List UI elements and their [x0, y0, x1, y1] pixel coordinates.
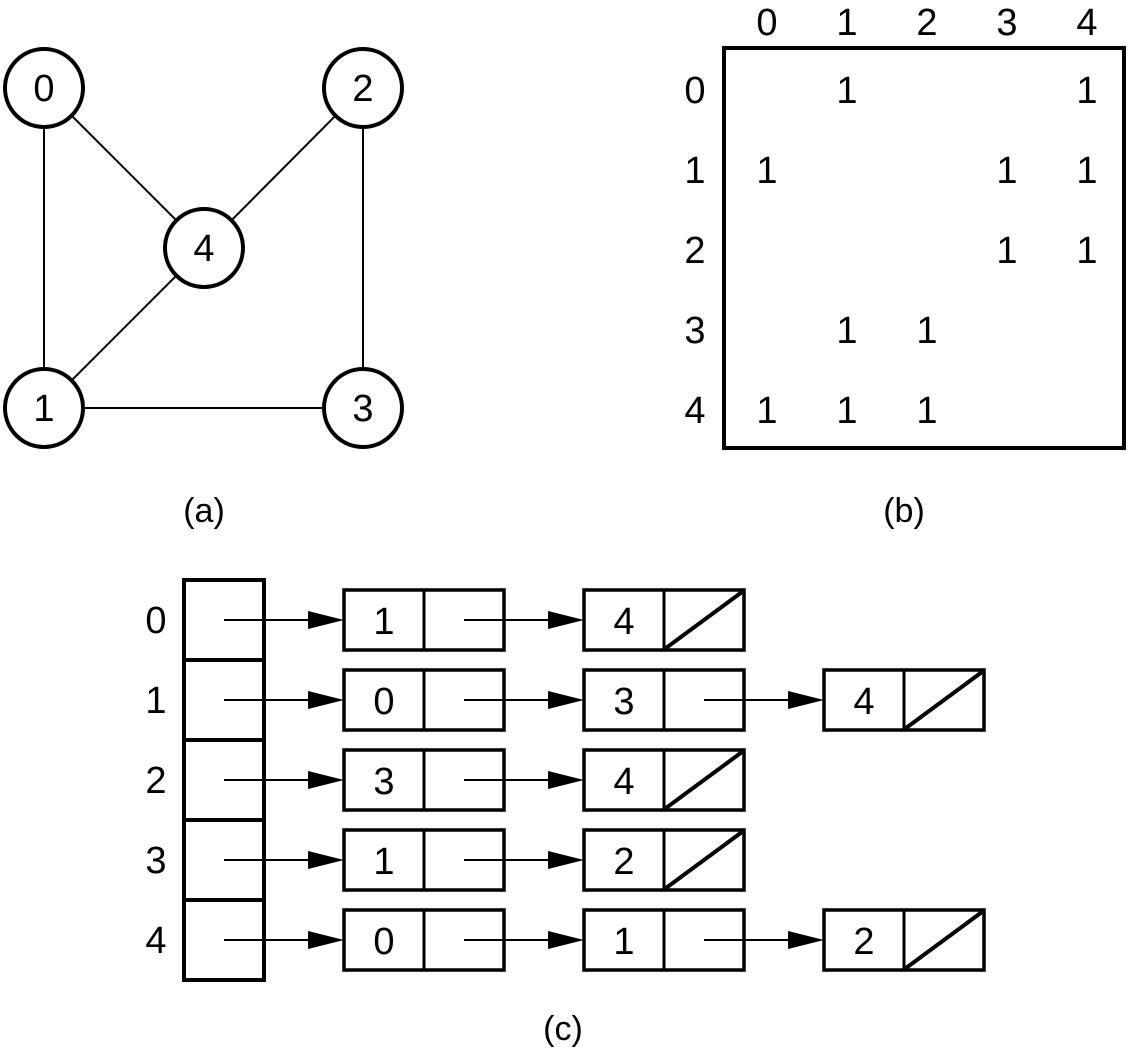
list-node-value: 4	[613, 761, 634, 803]
matrix-row-header: 1	[684, 150, 705, 192]
matrix-cell: 1	[996, 150, 1017, 192]
head-array-index: 4	[145, 920, 166, 962]
head-array-index: 2	[145, 760, 166, 802]
graph-edge-1-4	[70, 274, 178, 382]
matrix-row-header: 2	[684, 230, 705, 272]
list-node-value: 1	[373, 601, 394, 643]
graph-drawing: 0 1 2 3 4	[3, 47, 404, 449]
matrix-row-header: 3	[684, 310, 705, 352]
caption-c: (c)	[543, 1010, 583, 1048]
head-array-index: 1	[145, 680, 166, 722]
pointer-arrow-head	[308, 851, 344, 869]
graph-vertex-0	[3, 47, 85, 129]
graph-edge-2-4	[230, 114, 337, 222]
next-pointer-arrow-head	[788, 691, 824, 709]
next-pointer-arrow-head	[788, 931, 824, 949]
graph-vertex-label: 3	[352, 388, 373, 430]
list-node-value: 1	[373, 841, 394, 883]
list-node-value: 3	[373, 761, 394, 803]
graph-vertex-2	[322, 47, 404, 129]
graph-vertex-1	[3, 367, 85, 449]
list-node-value: 1	[613, 921, 634, 963]
matrix-col-header: 4	[1076, 2, 1097, 44]
graph-vertex-label: 0	[33, 68, 54, 110]
matrix-cell: 1	[836, 310, 857, 352]
caption-b: (b)	[883, 492, 925, 530]
matrix-cell: 1	[1076, 230, 1097, 272]
null-pointer-slash	[904, 910, 984, 970]
graph-vertex-4	[163, 207, 245, 289]
caption-a: (a)	[183, 492, 225, 530]
head-array-index: 0	[145, 600, 166, 642]
graph-vertex-label: 1	[33, 388, 54, 430]
graph-edge-0-4	[70, 114, 178, 222]
head-array-index: 3	[145, 840, 166, 882]
null-pointer-slash	[664, 830, 744, 890]
list-node-value: 4	[853, 681, 874, 723]
list-node-value: 2	[613, 841, 634, 883]
matrix-cell: 1	[756, 150, 777, 192]
matrix-cell: 1	[1076, 70, 1097, 112]
list-node-value: 0	[373, 681, 394, 723]
next-pointer-arrow-head	[548, 931, 584, 949]
graph-vertex-3	[322, 367, 404, 449]
matrix-col-header: 3	[996, 2, 1017, 44]
pointer-arrow-head	[308, 611, 344, 629]
null-pointer-slash	[664, 590, 744, 650]
adjacency-matrix: 0 1 2 3 4 0 1 2 3 4 1 1 1 1 1 1 1 1 1 1 1 1	[684, 2, 1126, 450]
pointer-arrow-head	[308, 691, 344, 709]
matrix-row-header: 4	[684, 390, 705, 432]
null-pointer-slash	[904, 670, 984, 730]
list-node-value: 2	[853, 921, 874, 963]
matrix-cell: 1	[916, 390, 937, 432]
matrix-cell: 1	[836, 390, 857, 432]
graph-vertex-label: 4	[193, 228, 214, 270]
pointer-arrow-head	[308, 931, 344, 949]
next-pointer-arrow-head	[548, 611, 584, 629]
matrix-cell: 1	[996, 230, 1017, 272]
pointer-arrow-head	[308, 771, 344, 789]
matrix-border	[722, 46, 1126, 450]
list-node-value: 3	[613, 681, 634, 723]
graph-vertex-label: 2	[352, 68, 373, 110]
matrix-cell: 1	[836, 70, 857, 112]
next-pointer-arrow-head	[548, 771, 584, 789]
next-pointer-arrow-head	[548, 691, 584, 709]
list-node-value: 0	[373, 921, 394, 963]
matrix-col-header: 0	[756, 2, 777, 44]
matrix-col-header: 1	[836, 2, 857, 44]
matrix-cell: 1	[916, 310, 937, 352]
list-node-value: 4	[613, 601, 634, 643]
next-pointer-arrow-head	[548, 851, 584, 869]
matrix-row-header: 0	[684, 70, 705, 112]
null-pointer-slash	[664, 750, 744, 810]
matrix-cell: 1	[1076, 150, 1097, 192]
matrix-col-header: 2	[916, 2, 937, 44]
matrix-cell: 1	[756, 390, 777, 432]
adjacency-list: 0 1 2 3 4 1 4 0 3 4 3 4 1 2 0 1 2	[145, 578, 986, 982]
